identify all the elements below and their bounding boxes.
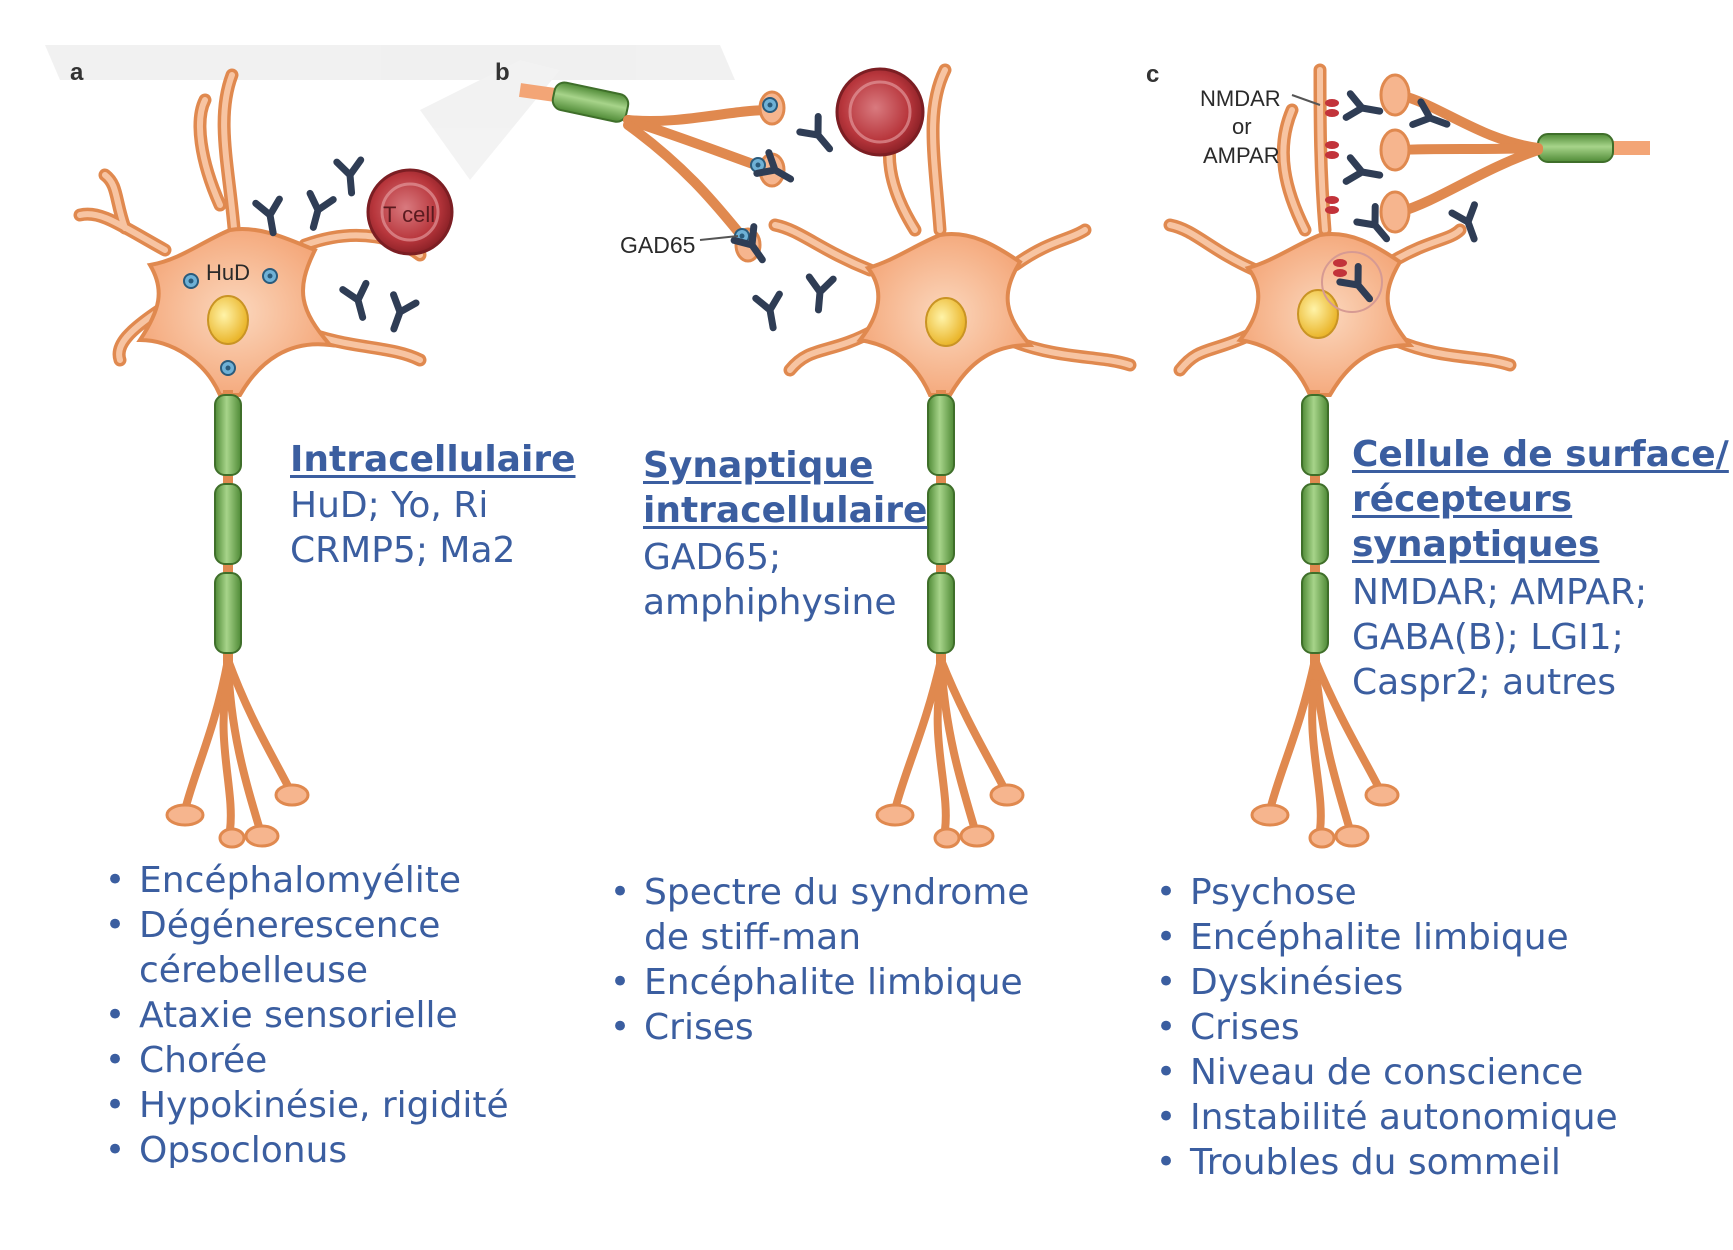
panel-c-symptoms: Psychose Encéphalite limbique Dyskinésie…	[1156, 870, 1716, 1185]
symptom-item: Dyskinésies	[1156, 960, 1716, 1005]
panel-c-title: Cellule de surface/ récepteurs synaptiqu…	[1352, 432, 1729, 567]
or-label: or	[1232, 114, 1252, 139]
symptom-item: Instabilité autonomique	[1156, 1095, 1716, 1140]
antigen-line: NMDAR; AMPAR;	[1352, 572, 1648, 613]
symptom-item: Encéphalite limbique	[610, 960, 1080, 1005]
panel-b-letter: b	[495, 59, 510, 86]
panel-a-symptoms: Encéphalomyélite Dégénerescence cérebell…	[105, 858, 645, 1168]
antigen-line: CRMP5; Ma2	[290, 530, 516, 571]
antigen-line: GABA(B); LGI1;	[1352, 617, 1624, 658]
panel-a-antigens: HuD; Yo, Ri CRMP5; Ma2	[290, 483, 515, 573]
antigen-line: HuD; Yo, Ri	[290, 485, 489, 526]
symptom-item: Psychose	[1156, 870, 1716, 915]
symptom-item: Troubles du sommeil	[1156, 1140, 1716, 1185]
antigen-line: Caspr2; autres	[1352, 662, 1616, 703]
symptom-item: Dégénerescence cérebelleuse	[105, 903, 645, 993]
panel-c-title-line: synaptiques	[1352, 524, 1600, 565]
symptom-item: Ataxie sensorielle	[105, 993, 645, 1038]
panel-a-title-line: Intracellulaire	[290, 439, 576, 480]
panel-c-title-line: récepteurs	[1352, 479, 1573, 520]
gad65-label: GAD65	[620, 232, 695, 258]
panel-a-symptoms-clip: Encéphalomyélite Dégénerescence cérebell…	[105, 858, 665, 1168]
panel-b-title-line: Synaptique	[643, 445, 874, 486]
panel-a-title: Intracellulaire	[290, 437, 576, 482]
tcell-label: T cell	[383, 202, 435, 227]
t-cell	[366, 168, 454, 256]
symptom-item: Opsoclonus	[105, 1128, 645, 1168]
symptom-item: Niveau de conscience	[1156, 1050, 1716, 1095]
hud-label: HuD	[206, 260, 250, 285]
symptom-item: Crises	[1156, 1005, 1716, 1050]
symptom-item: Crises	[610, 1005, 1080, 1050]
symptom-item: Chorée	[105, 1038, 645, 1083]
panel-b-neuron	[519, 63, 1137, 849]
panel-c-neuron	[1163, 63, 1650, 849]
ampar-label: AMPAR	[1203, 143, 1280, 168]
symptom-item: Encéphalite limbique	[1156, 915, 1716, 960]
panel-a-letter: a	[70, 59, 84, 86]
panel-b-title: Synaptique intracellulaire	[643, 443, 927, 533]
panel-b-symptoms: Spectre du syndrome de stiff-man Encépha…	[610, 870, 1080, 1050]
symptom-item: Spectre du syndrome de stiff-man	[610, 870, 1080, 960]
nmdar-label: NMDAR	[1200, 86, 1281, 111]
symptom-item: Hypokinésie, rigidité	[105, 1083, 645, 1128]
watermark	[45, 45, 735, 180]
symptom-item: Encéphalomyélite	[105, 858, 645, 903]
antigen-line: amphiphysine	[643, 582, 897, 623]
panel-a-neuron	[73, 68, 454, 849]
antigen-line: GAD65;	[643, 537, 782, 578]
panel-c-letter: c	[1146, 61, 1159, 88]
panel-c-title-line: Cellule de surface/	[1352, 434, 1729, 475]
panel-b-title-line: intracellulaire	[643, 490, 928, 531]
panel-c-antigens: NMDAR; AMPAR; GABA(B); LGI1; Caspr2; aut…	[1352, 570, 1647, 705]
panel-b-antigens: GAD65; amphiphysine	[643, 535, 897, 625]
